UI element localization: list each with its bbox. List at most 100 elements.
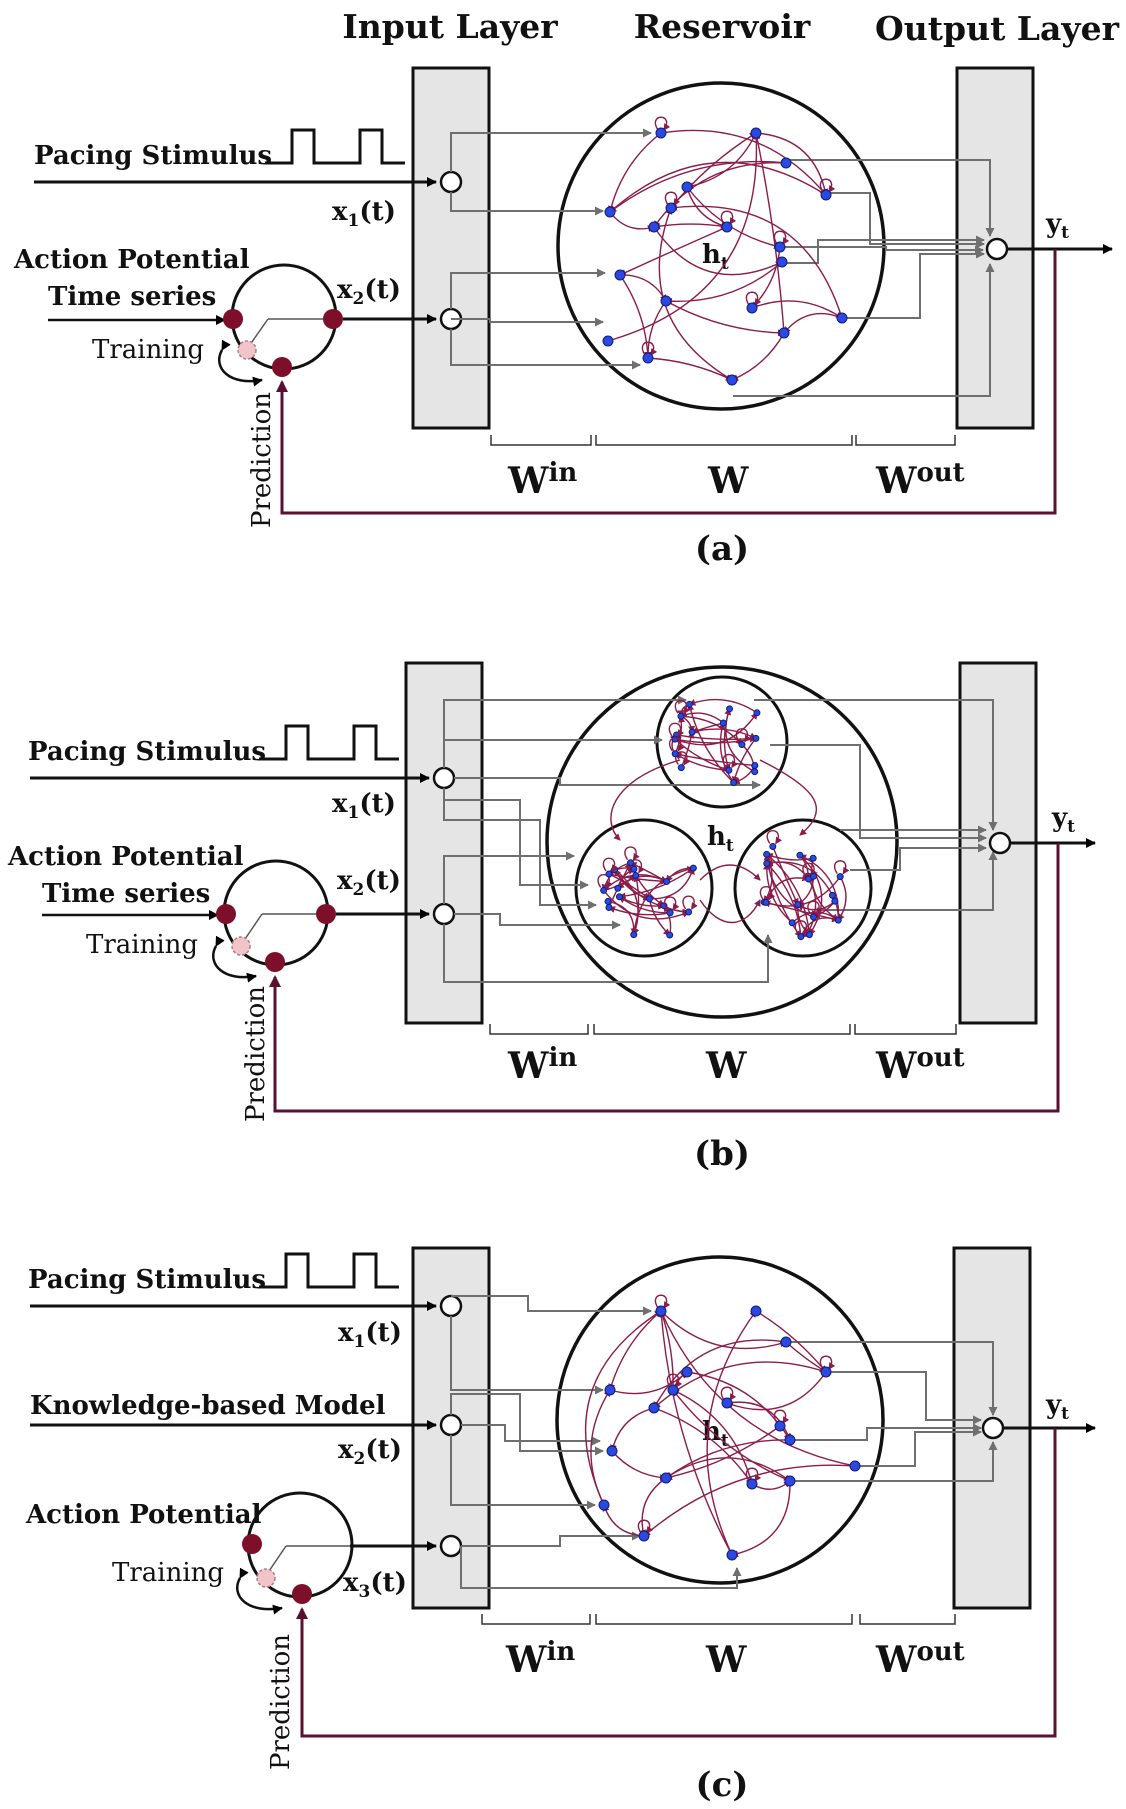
reservoir-node bbox=[660, 1472, 672, 1484]
reservoir-node bbox=[638, 1530, 650, 1542]
reservoir-link bbox=[785, 1341, 827, 1373]
reservoir-link bbox=[611, 1450, 667, 1482]
reservoir-node bbox=[681, 1366, 693, 1378]
reservoir-node bbox=[642, 352, 654, 364]
prediction-label: Prediction bbox=[266, 1634, 296, 1770]
w-out-label: Wout bbox=[875, 1043, 965, 1087]
switch-node-out bbox=[316, 904, 336, 924]
input-label-pacing: Pacing Stimulus bbox=[34, 141, 272, 171]
reservoir-node bbox=[788, 919, 796, 927]
reservoir-link bbox=[674, 753, 729, 771]
output-layer-header: Output Layer bbox=[875, 9, 1120, 48]
input-node-1 bbox=[439, 170, 463, 194]
input-node-3 bbox=[439, 1534, 463, 1558]
reservoir-node bbox=[778, 327, 790, 339]
reservoir-node bbox=[666, 931, 674, 939]
reservoir-link bbox=[755, 132, 829, 196]
pulse-waveform bbox=[259, 724, 399, 761]
reservoir-link bbox=[609, 211, 655, 232]
reservoir-self-loop bbox=[720, 1386, 737, 1401]
reservoir-node bbox=[751, 761, 759, 769]
reservoir-link bbox=[590, 1389, 611, 1506]
weight-brackets bbox=[489, 1024, 957, 1035]
reservoir-node bbox=[605, 870, 613, 878]
reservoir-link bbox=[653, 1361, 827, 1409]
reservoir-node bbox=[726, 705, 734, 713]
reservoir-node bbox=[645, 895, 653, 903]
reservoir-node bbox=[809, 854, 817, 862]
state-var: ht bbox=[702, 1417, 729, 1451]
reservoir-link bbox=[658, 207, 733, 381]
reservoir-self-loop bbox=[735, 728, 752, 743]
reservoir-link bbox=[755, 1310, 827, 1373]
reservoir-node bbox=[685, 908, 693, 916]
reservoir-node bbox=[598, 1499, 610, 1511]
sub-reservoir-left bbox=[574, 818, 714, 958]
reservoir-self-loop bbox=[602, 857, 619, 872]
reservoir-link bbox=[726, 1371, 827, 1411]
output-var: yt bbox=[1051, 803, 1075, 837]
reservoir-self-loop bbox=[669, 737, 685, 752]
reservoir-circle bbox=[545, 665, 899, 1019]
reservoir-node bbox=[780, 1336, 792, 1348]
reservoir-self-loop bbox=[745, 291, 762, 306]
reservoir-link bbox=[644, 300, 667, 359]
input-node-2 bbox=[432, 902, 456, 926]
reservoir-link bbox=[670, 132, 757, 209]
reservoir-node bbox=[689, 864, 697, 872]
input-node-1 bbox=[439, 1294, 463, 1318]
inter-cluster-link bbox=[610, 759, 681, 841]
reservoir-self-loop bbox=[674, 699, 691, 715]
reservoir-node bbox=[794, 901, 802, 909]
reservoir-self-loop bbox=[654, 116, 671, 131]
reservoir-self-loop bbox=[720, 210, 737, 225]
reservoir-link bbox=[665, 300, 785, 337]
reservoir-self-loop bbox=[664, 896, 680, 911]
reservoir-node bbox=[721, 221, 733, 233]
panel-b: Pacing Stimulus x1(t) Action Potential T… bbox=[7, 661, 1096, 1174]
reservoir-node bbox=[784, 1434, 796, 1446]
reservoir-link bbox=[680, 710, 724, 724]
panel-c: Pacing Stimulus x1(t) Knowledge-based Mo… bbox=[25, 1246, 1096, 1805]
reservoir-node bbox=[677, 764, 685, 772]
w-in-connections bbox=[450, 128, 652, 370]
input-var-2: x2(t) bbox=[338, 1435, 402, 1469]
w-label: W bbox=[705, 1045, 747, 1087]
reservoir-link bbox=[643, 1464, 856, 1537]
reservoir-self-loop bbox=[766, 830, 782, 845]
reservoir-self-loop bbox=[624, 846, 640, 861]
reservoir-node bbox=[828, 891, 836, 899]
reservoir-link bbox=[800, 914, 840, 937]
reservoir-node bbox=[615, 893, 623, 901]
reservoir-node bbox=[769, 842, 777, 850]
reservoir-link bbox=[751, 1480, 791, 1490]
reservoir-node bbox=[665, 202, 677, 214]
reservoir-network bbox=[602, 116, 848, 386]
input-var-2: x2(t) bbox=[337, 866, 401, 900]
reservoir-node bbox=[831, 897, 839, 905]
input-var-1: x1(t) bbox=[332, 789, 396, 823]
w-in-label: Win bbox=[507, 1043, 577, 1087]
reservoir-node bbox=[630, 865, 638, 873]
switch-node-prediction bbox=[292, 1584, 312, 1604]
panel-caption: (c) bbox=[696, 1765, 749, 1805]
reservoir-node bbox=[738, 741, 746, 749]
reservoir-node bbox=[849, 1460, 861, 1472]
inter-cluster-link bbox=[699, 864, 761, 881]
reservoir-node bbox=[774, 241, 786, 253]
panel-caption: (a) bbox=[695, 529, 749, 569]
reservoir-node bbox=[820, 189, 832, 201]
reservoir-link bbox=[726, 1401, 792, 1441]
reservoir-link bbox=[608, 1310, 662, 1391]
reservoir-link bbox=[751, 300, 843, 319]
w-out-connections bbox=[788, 1341, 998, 1482]
switch-node-in bbox=[216, 904, 236, 924]
reservoir-node bbox=[751, 768, 759, 776]
reservoir-link bbox=[619, 896, 665, 910]
reservoir-link bbox=[731, 1480, 791, 1558]
reservoir-self-loop bbox=[802, 862, 818, 877]
reservoir-link bbox=[723, 708, 731, 772]
reservoir-node bbox=[688, 728, 696, 736]
reservoir-node bbox=[721, 1397, 733, 1409]
reservoir-link bbox=[648, 898, 671, 936]
